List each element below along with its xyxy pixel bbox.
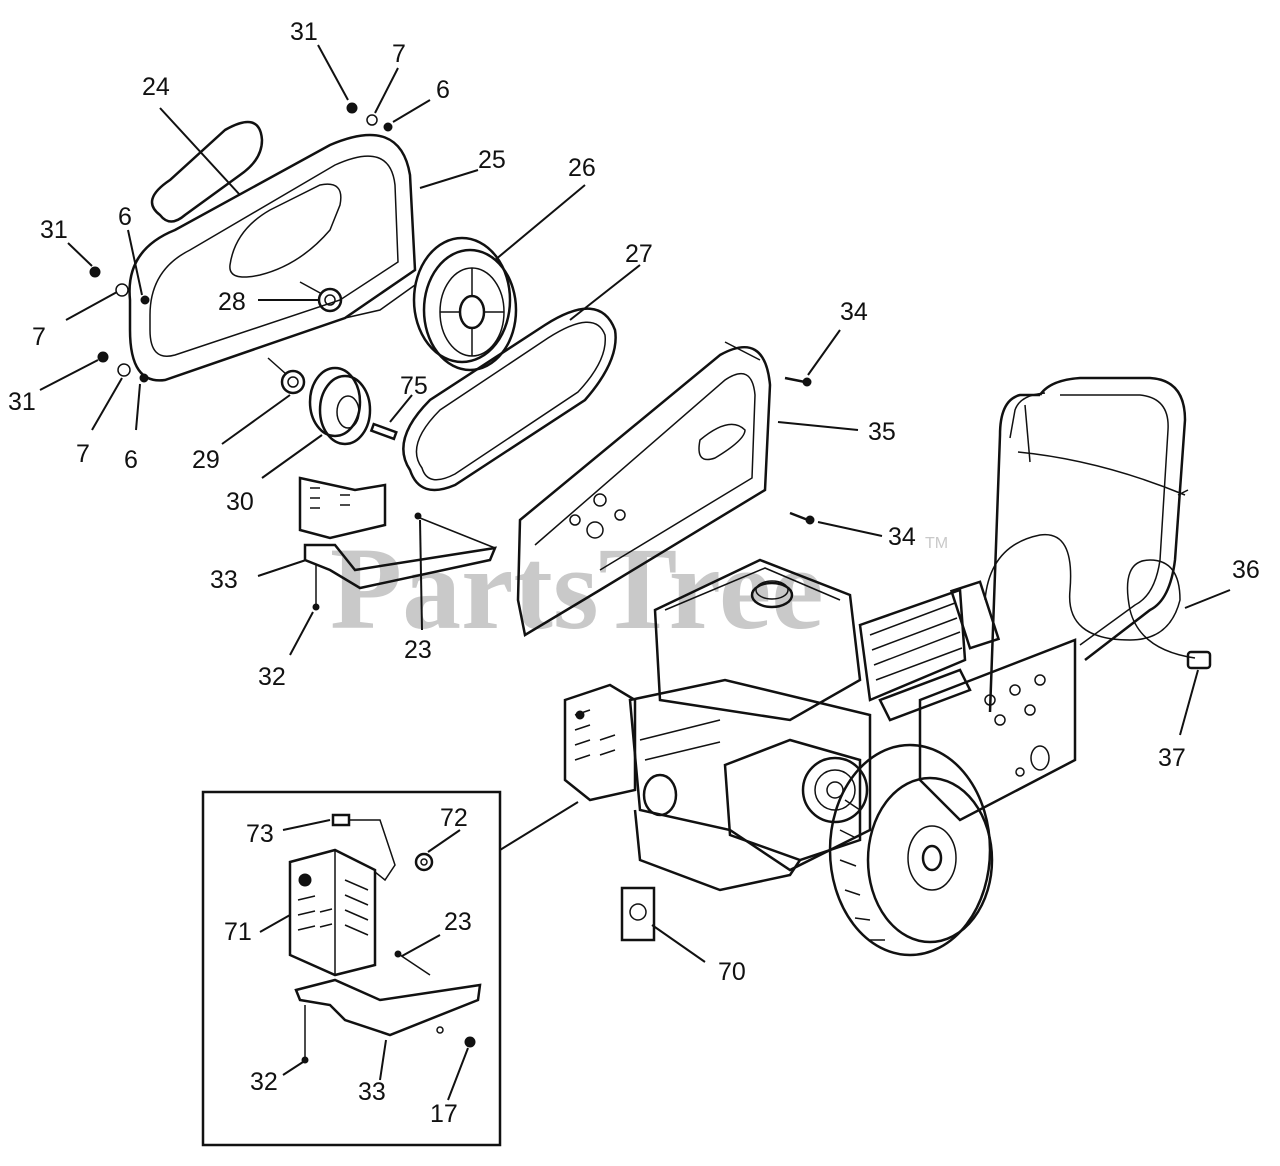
callout-17: 17 — [430, 1100, 458, 1128]
callout-75: 75 — [400, 372, 428, 400]
watermark-text: PartsTree — [330, 523, 824, 654]
callout-71: 71 — [224, 918, 252, 946]
hose-nozzle — [1186, 650, 1212, 670]
inset-exhaust-pipe — [331, 813, 434, 882]
bushing-28 — [299, 281, 343, 313]
inset-connector-line — [499, 801, 579, 851]
callout-72: 72 — [440, 804, 468, 832]
pump-assembly — [858, 580, 1001, 722]
engine-block — [628, 678, 872, 892]
hardware-upper — [89, 102, 393, 383]
callout-33-upper: 33 — [210, 566, 238, 594]
callout-6-lower: 6 — [124, 446, 138, 474]
belt-label-decal — [150, 120, 264, 223]
engine-air-cleaner — [563, 683, 637, 802]
frame-and-handle — [988, 376, 1189, 713]
belt-guard-cover — [128, 133, 417, 382]
small-pulley — [267, 357, 372, 446]
callout-28: 28 — [218, 288, 246, 316]
callout-73: 73 — [246, 820, 274, 848]
inset-muffler — [288, 848, 377, 977]
wheel — [828, 743, 994, 957]
callout-27: 27 — [625, 240, 653, 268]
callout-25: 25 — [478, 146, 506, 174]
drive-belt — [402, 307, 617, 492]
callout-23-inset: 23 — [444, 908, 472, 936]
callout-31-top: 31 — [290, 18, 318, 46]
callout-24: 24 — [142, 73, 170, 101]
callout-labels: 31 7 6 24 25 26 31 6 7 28 27 31 7 6 34 7… — [8, 18, 1260, 1128]
callout-36: 36 — [1232, 556, 1260, 584]
callout-7-lower: 7 — [76, 440, 90, 468]
callout-31-lower: 31 — [8, 388, 36, 416]
callout-29: 29 — [192, 446, 220, 474]
callout-7-top: 7 — [392, 40, 406, 68]
frame-base-holes — [984, 674, 1050, 777]
callout-23-upper: 23 — [404, 636, 432, 664]
watermark-tm: TM — [925, 535, 948, 552]
callout-34-upper: 34 — [840, 298, 868, 326]
callout-30: 30 — [226, 488, 254, 516]
callout-32-upper: 32 — [258, 663, 286, 691]
warning-tag — [620, 886, 656, 942]
callout-31-left: 31 — [40, 216, 68, 244]
inset-bracket — [294, 950, 482, 1064]
belt-guard-back-plate — [516, 341, 772, 637]
callout-35: 35 — [868, 418, 896, 446]
large-pulley — [412, 236, 518, 372]
callout-6-left: 6 — [118, 203, 132, 231]
detail-inset-frame — [201, 790, 502, 1147]
hose-assembly — [984, 533, 1212, 670]
callout-33-inset: 33 — [358, 1078, 386, 1106]
watermark: PartsTree TM — [330, 523, 948, 654]
callout-37: 37 — [1158, 744, 1186, 772]
callout-6-top: 6 — [436, 76, 450, 104]
callout-70: 70 — [718, 958, 746, 986]
frame-base — [918, 638, 1077, 822]
callout-26: 26 — [568, 154, 596, 182]
callout-7-left: 7 — [32, 323, 46, 351]
bracket-upper — [298, 476, 498, 611]
leader-lines — [39, 44, 1231, 1101]
callout-34-lower: 34 — [888, 523, 916, 551]
shaft-key — [369, 422, 398, 441]
bolts-34 — [784, 376, 815, 525]
engine-fuel-tank — [653, 558, 862, 722]
callout-32-inset: 32 — [250, 1068, 278, 1096]
